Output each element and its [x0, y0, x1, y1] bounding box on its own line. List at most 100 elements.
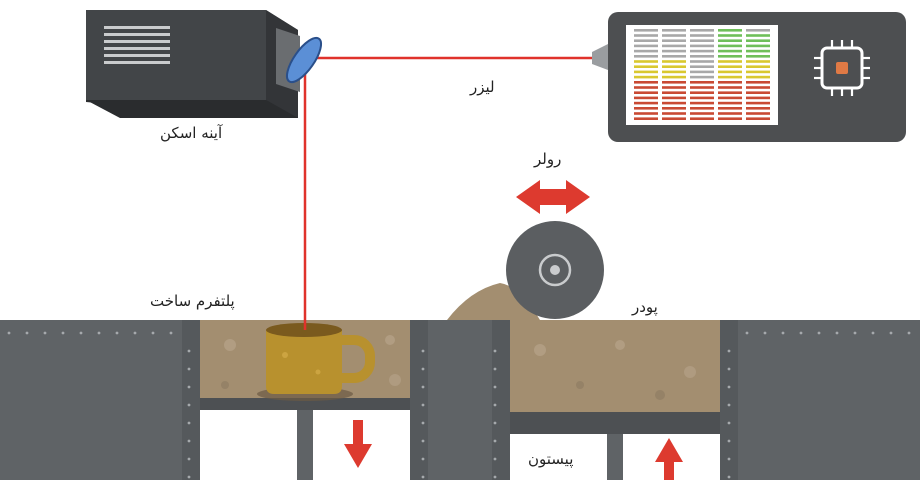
display-bar-segment	[746, 65, 770, 68]
display-bar-segment	[718, 55, 742, 58]
display-bar-segment	[662, 34, 686, 37]
display-bar-segment	[746, 39, 770, 42]
display-bar-segment	[634, 39, 658, 42]
display-bar-segment	[690, 60, 714, 63]
controller-unit	[592, 12, 906, 142]
display-bar-segment	[718, 96, 742, 100]
display-bar-segment	[690, 44, 714, 48]
display-bar-segment	[718, 70, 742, 74]
display-bar-segment	[718, 60, 742, 63]
display-bar-segment	[718, 91, 742, 94]
display-bar-segment	[690, 70, 714, 74]
machine-base	[0, 320, 920, 480]
display-bar-segment	[718, 75, 742, 79]
display-bar-segment	[746, 96, 770, 100]
display-bar-segment	[634, 55, 658, 58]
display-bar-segment	[690, 117, 714, 120]
display-bar-segment	[690, 65, 714, 68]
display-bar-segment	[746, 107, 770, 110]
display-bar-segment	[718, 86, 742, 89]
display-bar-segment	[690, 34, 714, 37]
display-bar-segment	[634, 34, 658, 37]
display-bar-segment	[634, 107, 658, 110]
display-bar-segment	[634, 117, 658, 120]
piston-up-arrow	[655, 438, 683, 480]
display-bar-segment	[746, 44, 770, 48]
display-bar-segment	[718, 39, 742, 42]
scan-mirror-label: آینه اسکن	[160, 124, 223, 142]
display-bar-segment	[690, 91, 714, 94]
display-bar-segment	[662, 60, 686, 63]
display-bar-segment	[718, 112, 742, 115]
display-bar-segment	[662, 65, 686, 68]
display-bar-segment	[690, 86, 714, 89]
vent-icon	[104, 26, 170, 64]
printed-object	[257, 323, 375, 401]
display-bar-segment	[718, 49, 742, 53]
display-bar-segment	[634, 29, 658, 32]
display-bar-segment	[718, 65, 742, 68]
display-bar-segment	[690, 101, 714, 105]
display-bar-segment	[746, 49, 770, 53]
display-bar-segment	[662, 70, 686, 74]
display-bar-segment	[690, 96, 714, 100]
display-bar-segment	[662, 44, 686, 48]
display-bar-segment	[746, 29, 770, 32]
roller-motion-arrow	[516, 180, 590, 214]
display-bar-segment	[662, 49, 686, 53]
display-bar-segment	[634, 86, 658, 89]
display-bar-segment	[718, 117, 742, 120]
display-bar-segment	[746, 55, 770, 58]
platform-down-arrow	[344, 420, 372, 468]
scan-mirror-unit	[86, 10, 323, 118]
display-bar-segment	[718, 44, 742, 48]
display-bar-segment	[718, 107, 742, 110]
display-bar-segment	[634, 44, 658, 48]
display-bar-segment	[746, 86, 770, 89]
display-bar-segment	[662, 39, 686, 42]
display-bar-segment	[718, 101, 742, 105]
display-bar-segment	[690, 39, 714, 42]
display-bar-segment	[690, 75, 714, 79]
mirror-lens-icon	[285, 36, 323, 84]
display-bar-segment	[634, 112, 658, 115]
display-bar-segment	[662, 117, 686, 120]
display-bars-icon	[634, 29, 770, 120]
laser-label: لیزر	[470, 78, 495, 96]
display-bar-segment	[690, 81, 714, 84]
display-bar-segment	[634, 91, 658, 94]
display-bar-segment	[662, 55, 686, 58]
display-bar-segment	[690, 107, 714, 110]
display-bar-segment	[634, 65, 658, 68]
display-bar-segment	[662, 29, 686, 32]
display-bar-segment	[746, 70, 770, 74]
roller	[506, 221, 604, 319]
display-bar-segment	[662, 81, 686, 84]
powder-chamber	[510, 320, 720, 480]
display-bar-segment	[746, 81, 770, 84]
display-bar-segment	[746, 75, 770, 79]
display-bar-segment	[662, 86, 686, 89]
display-bar-segment	[690, 49, 714, 53]
display-bar-segment	[662, 101, 686, 105]
display-bar-segment	[718, 34, 742, 37]
roller-label: رولر	[534, 150, 562, 168]
display-bar-segment	[746, 117, 770, 120]
display-bar-segment	[634, 60, 658, 63]
display-bar-segment	[662, 107, 686, 110]
display-bar-segment	[718, 29, 742, 32]
display-bar-segment	[634, 70, 658, 74]
display-bar-segment	[634, 75, 658, 79]
display-bar-segment	[634, 49, 658, 53]
display-bar-segment	[662, 112, 686, 115]
display-bar-segment	[634, 101, 658, 105]
display-bar-segment	[690, 29, 714, 32]
display-bar-segment	[662, 91, 686, 94]
display-bar-segment	[690, 112, 714, 115]
powder-label: پودر	[632, 298, 658, 316]
display-bar-segment	[634, 96, 658, 100]
piston-label: پیستون	[528, 450, 574, 468]
display-bar-segment	[662, 96, 686, 100]
display-bar-segment	[718, 81, 742, 84]
